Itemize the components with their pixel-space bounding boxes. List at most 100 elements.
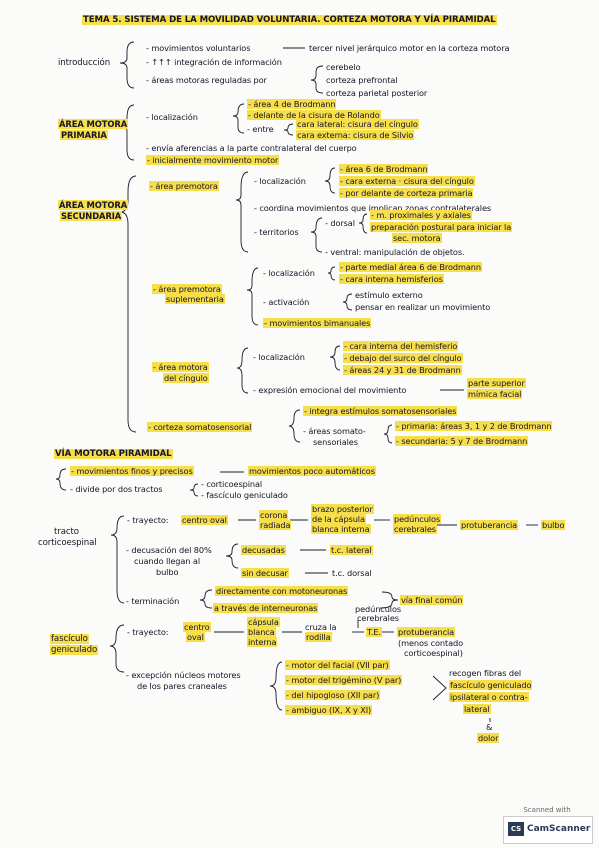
- primaria-a3: - entre: [247, 124, 274, 134]
- intro-line-1: - movimientos voluntarios: [146, 43, 251, 53]
- somatosensorial-primaria: - primaria: áreas 3, 1 y 2 de Brodmann: [395, 421, 553, 431]
- fasc-r5: &: [486, 722, 493, 732]
- intro-r3: corteza parietal posterior: [326, 88, 428, 98]
- suplementaria-a1: estímulo externo: [355, 290, 423, 300]
- suplementaria-a2: pensar en realizar un movimiento: [355, 302, 491, 312]
- tracto-n4b: cerebrales: [393, 524, 437, 534]
- section-label-tracto-1: tracto: [54, 527, 79, 537]
- cingulo-exp-r1: parte superior: [467, 378, 526, 388]
- premotora-localizacion: - localización: [254, 176, 306, 186]
- fasc-n6b: (menos contado: [398, 638, 464, 648]
- section-label-fasciculo-2: geniculado: [50, 645, 99, 655]
- intro-line-3: - áreas motoras reguladas por: [146, 75, 267, 85]
- primaria-a3b: cara externa: cisura de Silvio: [296, 130, 415, 140]
- premotora-territorios: - territorios: [254, 227, 299, 237]
- section-label-primaria-1: ÁREA MOTORA: [58, 119, 129, 129]
- tracto-n2b: radiada: [259, 520, 292, 530]
- premotora-l2: - cara externa · cisura del cíngulo: [339, 176, 475, 186]
- fasc-e4: - ambiguo (IX, X y XI): [285, 705, 373, 715]
- fasc-r4: lateral: [463, 704, 491, 714]
- tracto-terminacion: - terminación: [126, 596, 180, 606]
- premotora-dorsal-3: sec. motora: [392, 233, 442, 243]
- via-tracto-2: - fascículo geniculado: [201, 490, 288, 500]
- primaria-a2: - delante de la cisura de Rolando: [247, 110, 381, 120]
- section-label-secundaria-2: SECUNDARIA: [60, 211, 123, 221]
- suplementaria-l2: - cara interna hemisferios: [339, 274, 444, 284]
- fasc-n2a: cápsula: [247, 617, 280, 627]
- cingulo-l3: - áreas 24 y 31 de Brodmann: [343, 365, 462, 375]
- page-title: TEMA 5. SISTEMA DE LA MOVILIDAD VOLUNTAR…: [82, 15, 497, 25]
- somatosensorial-secundaria: - secundaria: 5 y 7 de Brodmann: [395, 436, 529, 446]
- premotora-dorsal: - dorsal: [325, 218, 355, 228]
- via-line-2: - divide por dos tractos: [70, 484, 163, 494]
- scanner-caption: Scanned with: [523, 806, 571, 814]
- fasc-excepcion-1: - excepción núcleos motores: [126, 670, 241, 680]
- intro-r2: corteza prefrontal: [326, 75, 398, 85]
- primaria-b1: - envía aferencias a la parte contralate…: [146, 143, 357, 153]
- tracto-n3c: blanca interna: [311, 524, 371, 534]
- section-label-secundaria-1: ÁREA MOTORA: [58, 200, 129, 210]
- premotora-ventral: - ventral: manipulación de objetos.: [325, 247, 465, 257]
- intro-r1: cerebelo: [326, 62, 361, 72]
- cingulo-title-1: - área motora: [152, 362, 209, 372]
- tracto-decusacion-1: - decusación del 80%: [126, 545, 212, 555]
- fasc-e1: - motor del facial (VII par): [285, 660, 390, 670]
- tracto-term-r: vía final común: [400, 595, 464, 605]
- fasc-n3a: rodilla: [305, 632, 332, 642]
- fasc-n2c: interna: [247, 637, 278, 647]
- tracto-term-b: a través de interneuronas: [213, 603, 319, 613]
- fasc-n3b: cruza la: [305, 622, 337, 632]
- fasc-n5: T.E.: [366, 627, 383, 637]
- premotora-dorsal-1: - m. proximales y axiales: [370, 210, 472, 220]
- suplementaria-movimientos: - movimientos bimanuales: [263, 318, 372, 328]
- scanner-name: CamScanner: [527, 824, 591, 834]
- fasc-r6: dolor: [477, 733, 500, 743]
- tracto-n3a: brazo posterior: [311, 504, 374, 514]
- fasc-excepcion-2: de los pares craneales: [137, 681, 227, 691]
- tracto-tc-dorsal: t.c. dorsal: [332, 568, 372, 578]
- tracto-n4a: pedúnculos: [393, 514, 442, 524]
- tracto-n5: protuberancia: [460, 520, 519, 530]
- tracto-n3b: de la cápsula: [311, 514, 366, 524]
- fasc-n4a: pedúnculos: [355, 604, 402, 614]
- suplementaria-title-1: - área premotora: [152, 284, 222, 294]
- tracto-decusacion-3: bulbo: [156, 567, 179, 577]
- premotora-dorsal-2: preparación postural para iniciar la: [370, 222, 513, 232]
- fasc-r3: ipsilateral o contra-: [449, 692, 529, 702]
- cingulo-exp-r2: mímica facial: [467, 389, 523, 399]
- fasc-r2: fascículo geniculado: [449, 680, 533, 690]
- primaria-a3a: cara lateral: cisura del cíngulo: [296, 119, 419, 129]
- premotora-coordina: - coordina movimientos que implican zona…: [254, 203, 492, 213]
- tracto-sin-decusar: sin decusar: [241, 568, 289, 578]
- premotora-title: - área premotora: [149, 181, 219, 191]
- via-line-1b: movimientos poco automáticos: [248, 466, 376, 476]
- tracto-n1: centro oval: [181, 515, 228, 525]
- suplementaria-localizacion: - localización: [263, 268, 315, 278]
- suplementaria-l1: - parte medial área 6 de Brodmann: [339, 262, 482, 272]
- fasc-e2: - motor del trigémino (V par): [285, 675, 403, 685]
- tracto-n6: bulbo: [541, 520, 566, 530]
- section-label-fasciculo-1: fascículo: [50, 634, 89, 644]
- fasc-trayecto: - trayecto:: [127, 627, 169, 637]
- fasc-n4b: cerebrales: [357, 613, 399, 623]
- fasc-n2b: blanca: [247, 627, 276, 637]
- cingulo-title-2: del cíngulo: [163, 373, 209, 383]
- somatosensorial-areas-1: - áreas somato-: [303, 426, 366, 436]
- tracto-term-a: directamente con motoneuronas: [215, 586, 349, 596]
- somatosensorial-title: - corteza somatosensorial: [147, 422, 253, 432]
- cingulo-l2: - debajo del surco del cíngulo: [343, 353, 463, 363]
- scanner-badge: CS CamScanner: [503, 816, 593, 844]
- tracto-trayecto: - trayecto:: [127, 515, 169, 525]
- suplementaria-activacion: - activación: [263, 297, 310, 307]
- primaria-a1: - área 4 de Brodmann: [247, 99, 337, 109]
- primaria-b2: - inicialmente movimiento motor: [146, 155, 280, 165]
- cingulo-l1: - cara interna del hemisferio: [343, 341, 459, 351]
- cingulo-expresion: - expresión emocional del movimiento: [253, 385, 407, 395]
- tracto-decusacion-2: cuando llegan al: [134, 556, 200, 566]
- tracto-decusadas: decusadas: [241, 545, 286, 555]
- somatosensorial-integra: - integra estímulos somatosensoriales: [303, 406, 458, 416]
- fasc-e3: - del hipogloso (XII par): [285, 690, 381, 700]
- fasc-n1a: centro: [183, 622, 211, 632]
- fasc-n6c: corticoespinal): [404, 648, 463, 658]
- tracto-n2a: corona: [259, 510, 289, 520]
